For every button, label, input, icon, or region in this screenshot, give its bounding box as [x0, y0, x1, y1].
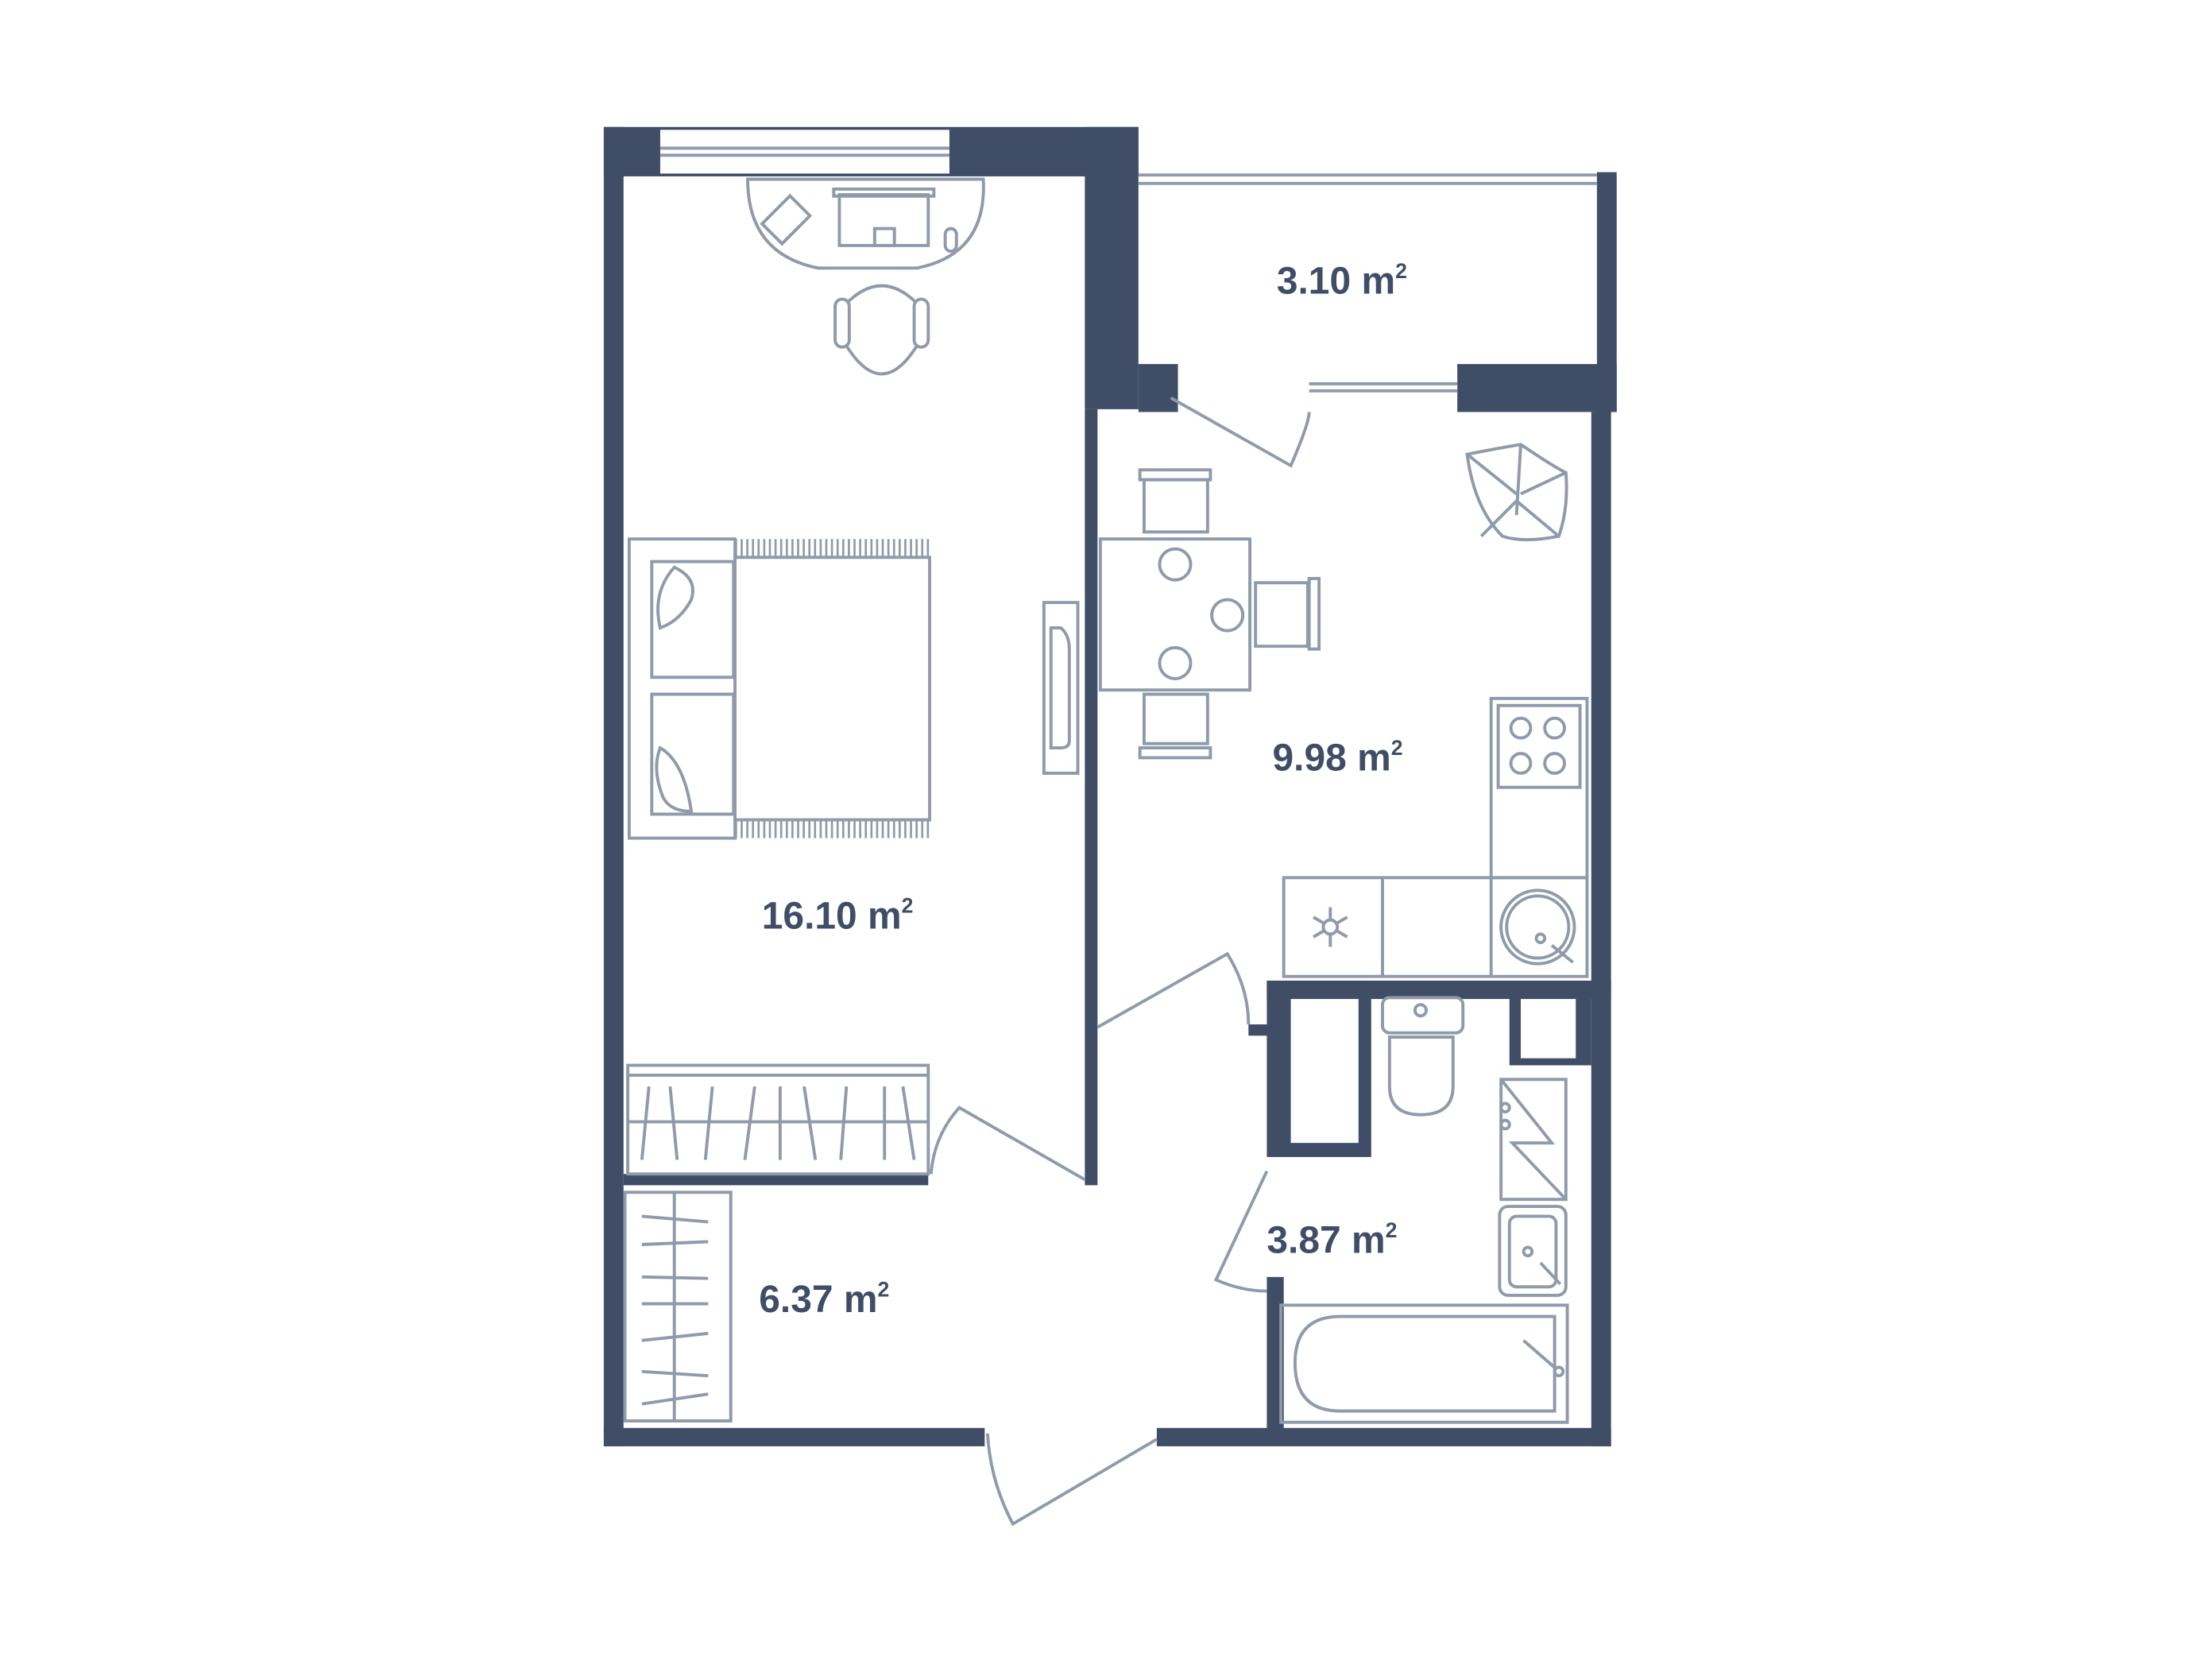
double-bed	[627, 537, 932, 840]
washbasin	[1498, 1205, 1568, 1297]
dining-table	[1098, 468, 1321, 760]
shower-cabinet	[1499, 1078, 1568, 1202]
balcony-railing	[1138, 173, 1597, 185]
wardrobe-hallway	[623, 1190, 733, 1423]
bedroom-area-label: 16.10 m2	[762, 894, 914, 938]
office-chair	[833, 284, 930, 376]
kitchen-counter	[1282, 696, 1589, 978]
tv-stand	[1042, 601, 1080, 775]
window-bedroom	[659, 130, 949, 174]
walls	[603, 126, 1617, 1446]
doors	[929, 396, 1311, 1527]
desk	[746, 177, 985, 270]
window-kitchen	[1309, 366, 1458, 409]
bathroom-area-label: 3.87 m2	[1266, 1218, 1397, 1262]
snowflake-icon	[1313, 907, 1348, 947]
toilet	[1381, 996, 1465, 1117]
bathtub	[1279, 1303, 1569, 1424]
wardrobe-bedroom	[626, 1063, 930, 1176]
plant-icon	[1465, 443, 1568, 542]
kitchen-area-label: 9.98 m2	[1273, 736, 1403, 780]
balcony-area-label: 3.10 m2	[1277, 259, 1407, 303]
hallway-area-label: 6.37 m2	[759, 1278, 889, 1322]
